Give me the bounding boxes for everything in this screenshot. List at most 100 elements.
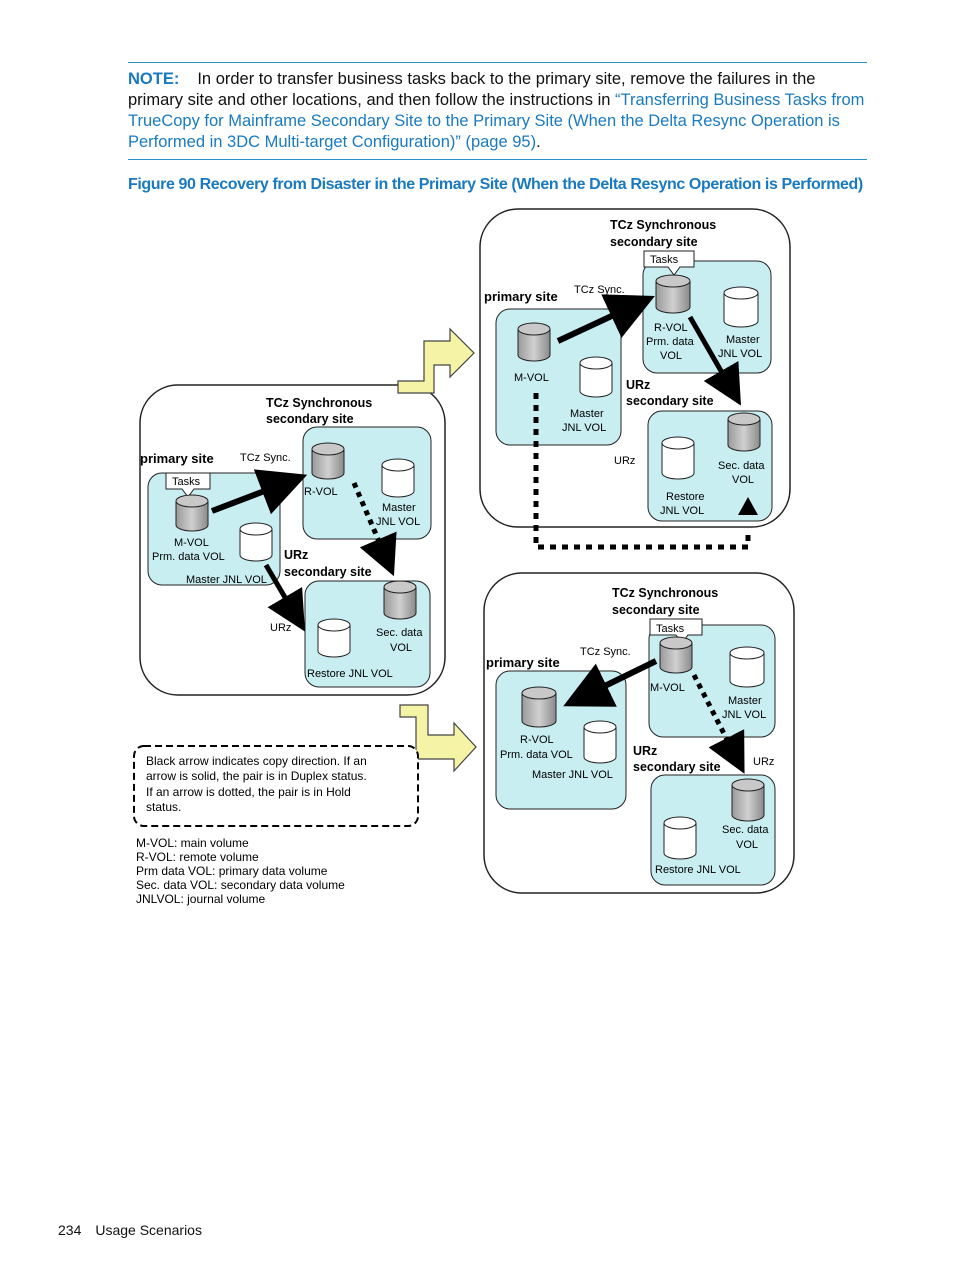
glossary: M-VOL: main volume R-VOL: remote volume … bbox=[136, 836, 345, 906]
bottom-master-jnl-cylinder bbox=[583, 720, 617, 764]
top-sec-data-label-1: Sec. data bbox=[718, 460, 765, 472]
glossary-item: R-VOL: remote volume bbox=[136, 850, 259, 864]
top-master-cylinder bbox=[723, 286, 759, 328]
note-block: NOTE:In order to transfer business tasks… bbox=[128, 62, 867, 160]
bottom-sec-data-cylinder bbox=[731, 778, 765, 822]
left-master-label-2: JNL VOL bbox=[376, 516, 420, 528]
note-label: NOTE: bbox=[128, 70, 180, 88]
bottom-sec-data-label-2: VOL bbox=[736, 839, 758, 851]
bottom-tcz-sync-label: TCz Sync. bbox=[580, 646, 631, 658]
bottom-mvol-label: M-VOL bbox=[650, 682, 685, 694]
glossary-item: Sec. data VOL: secondary data volume bbox=[136, 878, 345, 892]
bottom-master-label-1: Master bbox=[728, 695, 762, 707]
glossary-item: Prm data VOL: primary data volume bbox=[136, 864, 328, 878]
bottom-tcz-title-2: secondary site bbox=[612, 603, 700, 617]
top-master-b-cylinder bbox=[579, 356, 613, 398]
bottom-master-jnl-label: Master JNL VOL bbox=[532, 769, 613, 781]
legend-line-1: Black arrow indicates copy direction. If… bbox=[146, 754, 367, 768]
top-urz-label-2: secondary site bbox=[626, 394, 714, 408]
legend-line-2: arrow is solid, the pair is in Duplex st… bbox=[146, 769, 367, 783]
page-number: 234 bbox=[58, 1222, 82, 1238]
top-tcz-sync-label: TCz Sync. bbox=[574, 284, 625, 296]
top-delta-resync-arrowhead bbox=[738, 497, 758, 515]
left-diagram: TCz Synchronous secondary site primary s… bbox=[139, 384, 446, 696]
left-master-cylinder bbox=[381, 458, 415, 498]
top-master-label-1: Master bbox=[726, 334, 760, 346]
bottom-urz-label-1: URz bbox=[633, 744, 657, 758]
top-restore-label-2: JNL VOL bbox=[660, 505, 704, 517]
left-tcz-sync-label: TCz Sync. bbox=[240, 452, 291, 464]
bottom-hold-arrow bbox=[691, 673, 745, 774]
top-restore-cylinder bbox=[661, 436, 695, 480]
glossary-item: JNLVOL: journal volume bbox=[136, 892, 265, 906]
left-mvol-cylinder bbox=[175, 494, 209, 532]
left-primary-site-label: primary site bbox=[140, 451, 214, 466]
bottom-prm-data-label: Prm. data VOL bbox=[500, 749, 573, 761]
top-urz-side-label: URz bbox=[614, 455, 635, 467]
bottom-tasks-label: Tasks bbox=[656, 623, 685, 635]
page-footer: 234 Usage Scenarios bbox=[58, 1222, 202, 1238]
bottom-master-cylinder bbox=[729, 646, 765, 688]
figure-diagram: TCz Synchronous secondary site primary s… bbox=[128, 205, 798, 915]
top-urz-label-1: URz bbox=[626, 378, 650, 392]
left-restore-label: Restore JNL VOL bbox=[307, 668, 393, 680]
legend-line-3: If an arrow is dotted, the pair is in Ho… bbox=[146, 785, 351, 799]
bottom-primary-site-label: primary site bbox=[486, 655, 560, 670]
note-text-end: . bbox=[536, 133, 541, 151]
top-tcz-rvol-cylinder bbox=[655, 274, 691, 314]
bottom-rvol-label: R-VOL bbox=[520, 734, 554, 746]
top-tcz-sync-arrow bbox=[556, 294, 655, 344]
left-tasks-label: Tasks bbox=[172, 476, 201, 488]
top-tasks-label: Tasks bbox=[650, 254, 679, 266]
left-urz-label-2: secondary site bbox=[284, 565, 372, 579]
top-rvol-label: R-VOL bbox=[654, 322, 688, 334]
bottom-tcz-title-1: TCz Synchronous bbox=[612, 586, 718, 600]
left-restore-cylinder bbox=[317, 618, 351, 658]
bottom-urz-side-label: URz bbox=[753, 756, 774, 768]
note-link[interactable]: “Transferring Business Tasks from TrueCo… bbox=[128, 91, 865, 151]
glossary-item: M-VOL: main volume bbox=[136, 836, 249, 850]
top-mvol-cylinder bbox=[517, 322, 551, 362]
transition-arrow-up bbox=[397, 327, 475, 394]
left-urz-side-label: URz bbox=[270, 622, 291, 634]
left-master-label-1: Master bbox=[382, 502, 416, 514]
top-master-b-label-1: Master bbox=[570, 408, 604, 420]
left-tcz-sync-arrow bbox=[210, 469, 308, 515]
top-master-label-2: JNL VOL bbox=[718, 348, 762, 360]
left-rvol-label: R-VOL bbox=[304, 486, 338, 498]
top-master-b-label-2: JNL VOL bbox=[562, 422, 606, 434]
bottom-urz-label-2: secondary site bbox=[633, 760, 721, 774]
top-prm-data-label-2: VOL bbox=[660, 350, 682, 362]
top-diagram: TCz Synchronous secondary site Tasks TCz… bbox=[479, 208, 791, 550]
left-tcz-title-1: TCz Synchronous bbox=[266, 396, 372, 410]
footer-section: Usage Scenarios bbox=[95, 1222, 202, 1238]
left-prm-data-label: Prm. data VOL bbox=[152, 551, 225, 563]
transition-arrow-down bbox=[399, 704, 477, 773]
top-tcz-title-1: TCz Synchronous bbox=[610, 218, 716, 232]
bottom-restore-cylinder bbox=[663, 816, 697, 860]
figure-caption: Figure 90 Recovery from Disaster in the … bbox=[128, 176, 863, 193]
bottom-tcz-sync-arrow bbox=[563, 658, 658, 707]
legend-line-4: status. bbox=[146, 800, 181, 814]
left-tcz-title-2: secondary site bbox=[266, 412, 354, 426]
left-sec-data-label-2: VOL bbox=[390, 642, 412, 654]
top-primary-site-label: primary site bbox=[484, 289, 558, 304]
left-sec-data-cylinder bbox=[383, 580, 417, 620]
top-urz-arrow bbox=[687, 315, 741, 406]
bottom-diagram: TCz Synchronous secondary site Tasks TCz… bbox=[483, 572, 795, 894]
top-delta-resync-line bbox=[533, 393, 751, 550]
left-master-jnl-cylinder bbox=[239, 522, 273, 562]
top-sec-data-label-2: VOL bbox=[732, 474, 754, 486]
top-tcz-title-2: secondary site bbox=[610, 235, 698, 249]
bottom-master-label-2: JNL VOL bbox=[722, 709, 766, 721]
left-master-jnl-label: Master JNL VOL bbox=[186, 574, 267, 586]
left-urz-label-1: URz bbox=[284, 548, 308, 562]
top-mvol-label: M-VOL bbox=[514, 372, 549, 384]
bottom-sec-data-label-1: Sec. data bbox=[722, 824, 769, 836]
bottom-restore-label: Restore JNL VOL bbox=[655, 864, 741, 876]
left-rvol-cylinder bbox=[311, 442, 345, 480]
top-restore-label-1: Restore bbox=[666, 491, 705, 503]
left-sec-data-label-1: Sec. data bbox=[376, 627, 423, 639]
top-prm-data-label-1: Prm. data bbox=[646, 336, 695, 348]
legend-box: Black arrow indicates copy direction. If… bbox=[133, 745, 419, 827]
